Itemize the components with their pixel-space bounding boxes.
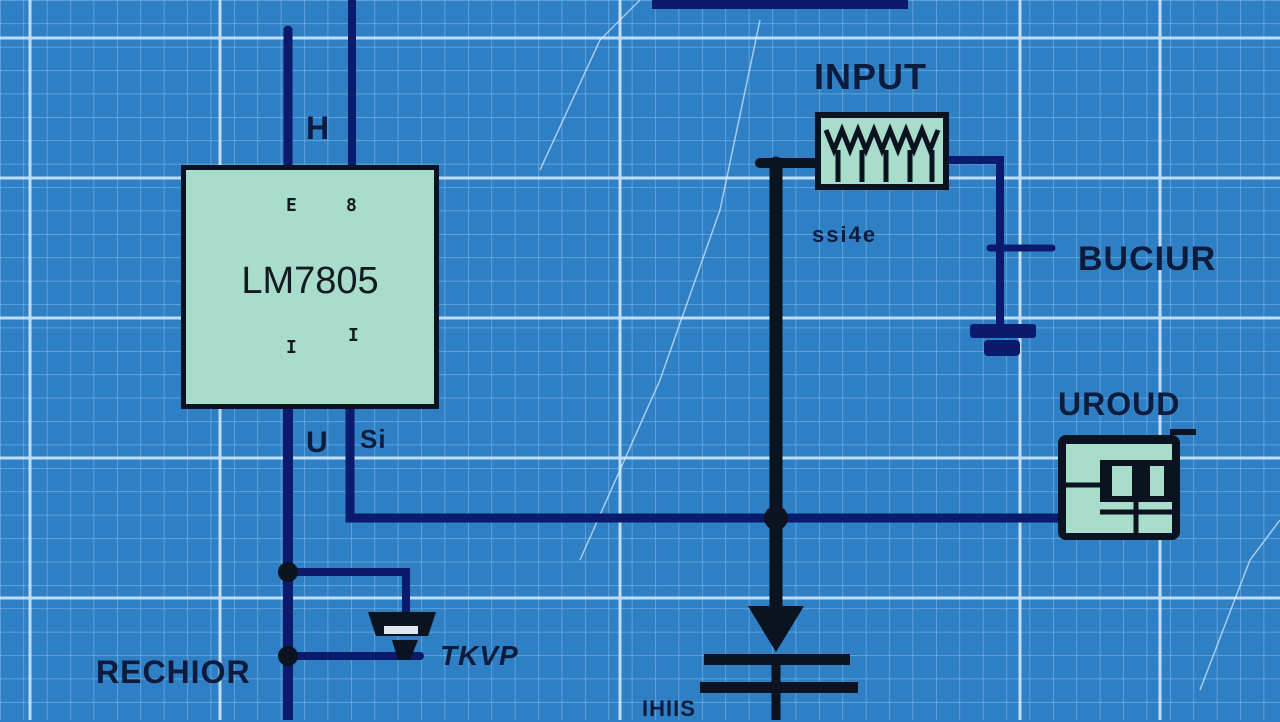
- pin-mark: E: [286, 195, 297, 216]
- left-bottom-label: RECHIOR: [96, 654, 251, 690]
- regulator-part-label: LM7805: [241, 260, 379, 302]
- capacitor-arrow: [700, 606, 858, 693]
- junction-dot: [278, 562, 298, 582]
- input-component: [815, 112, 949, 190]
- bottom-right-label: TKVP: [440, 640, 519, 671]
- input-label: INPUT: [814, 56, 927, 97]
- small-transistor: [368, 612, 436, 660]
- top-pin-label: H: [306, 110, 331, 146]
- pin-mark: I: [348, 325, 359, 346]
- ground-symbol: [970, 324, 1036, 356]
- junction-dot: [764, 506, 788, 530]
- left-pin-below-label: U: [306, 426, 329, 459]
- output-connector: [1058, 429, 1196, 540]
- right-lower-label: UROUD: [1058, 386, 1181, 422]
- junction-dot: [278, 646, 298, 666]
- right-mid-label: BUCIUR: [1078, 240, 1217, 278]
- value-label: ssi4e: [812, 222, 878, 247]
- bottom-center-label: IHIIS: [642, 696, 696, 721]
- top-component-edge: [652, 0, 908, 9]
- pin-out-right-label: Si: [360, 424, 387, 454]
- sketch-strokes: [539, 0, 1280, 691]
- regulator-chip: LM7805 E 8 I I: [181, 165, 439, 409]
- pin-mark: I: [286, 337, 297, 358]
- pin-mark: 8: [346, 195, 357, 216]
